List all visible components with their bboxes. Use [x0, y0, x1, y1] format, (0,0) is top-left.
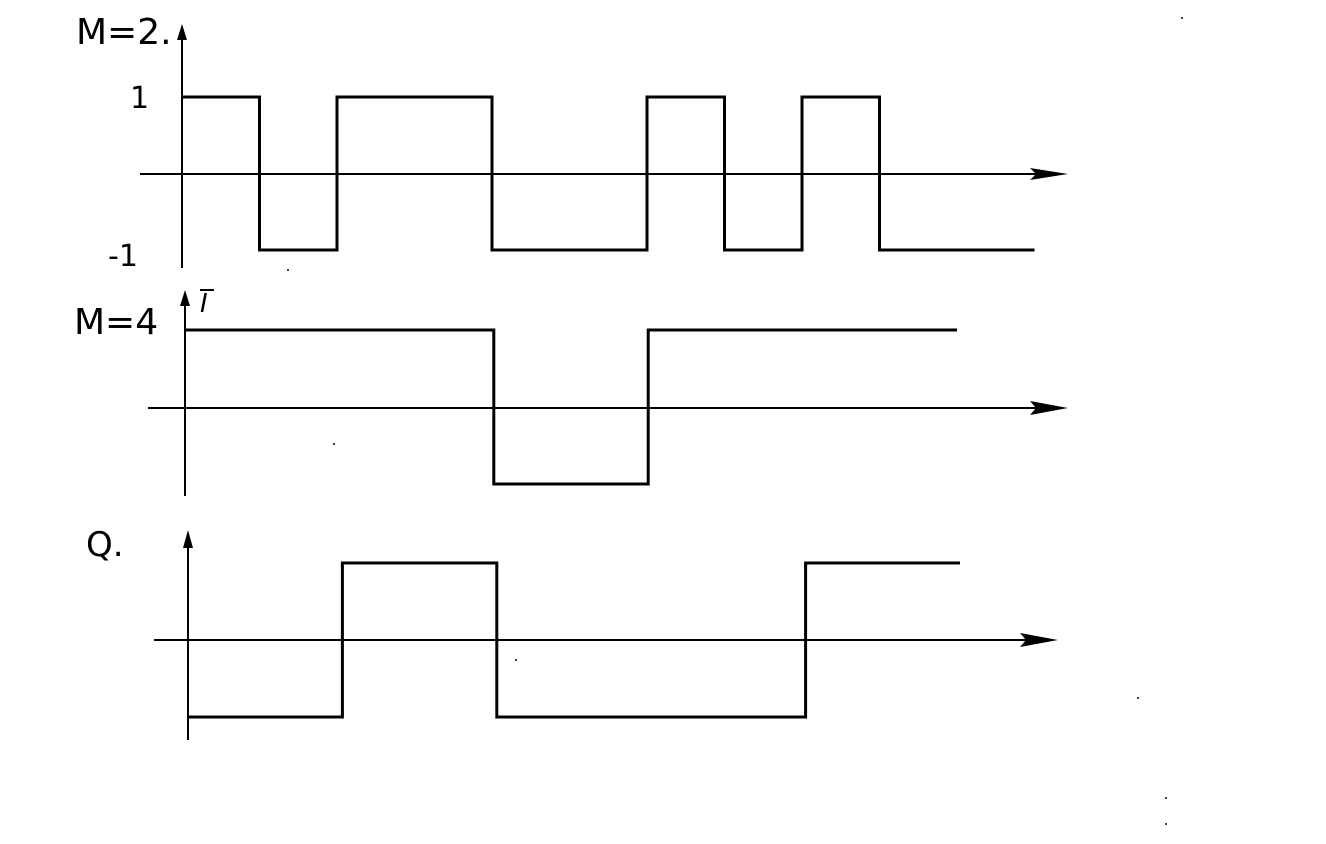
panel-m2: M=2. 1 -1: [76, 12, 1068, 274]
panel-m4: M=4 I: [74, 289, 1068, 496]
scan-specks: [287, 17, 1183, 825]
y-axis-arrow-q: [183, 530, 193, 548]
speck: [1165, 823, 1167, 825]
panel-label-q: Q.: [86, 525, 124, 565]
waveform-m4: [185, 328, 957, 486]
speck: [333, 443, 335, 445]
speck: [1181, 17, 1183, 19]
x-axis-arrow-m4: [1030, 401, 1068, 415]
tick-label-minus1: -1: [108, 239, 138, 274]
waveform-m2: [182, 95, 1035, 252]
waveform-q: [188, 561, 960, 719]
panel-label-m2: M=2.: [76, 12, 172, 53]
x-axis-arrow-m2: [1030, 168, 1068, 180]
axis-label-i: I: [200, 289, 208, 319]
tick-label-plus1: 1: [130, 81, 149, 116]
y-axis-arrow-m4: [180, 290, 190, 306]
x-axis-arrow-q: [1020, 633, 1058, 647]
speck: [515, 659, 517, 661]
panel-q: Q.: [86, 525, 1058, 740]
y-axis-arrow-m2: [177, 24, 187, 40]
panel-label-m4: M=4: [74, 302, 158, 343]
speck: [1137, 697, 1139, 699]
speck: [1165, 797, 1167, 799]
speck: [287, 269, 289, 271]
